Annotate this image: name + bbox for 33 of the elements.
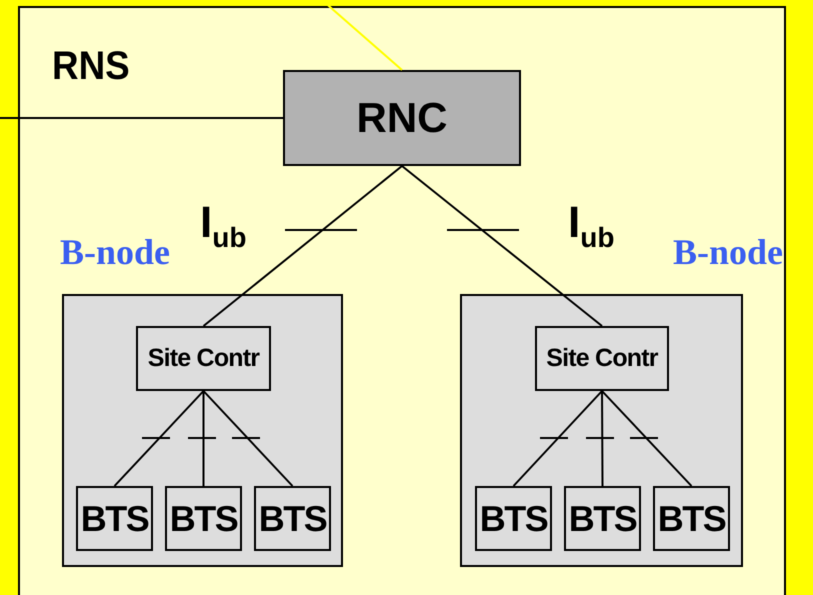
node-label: Site Contr (148, 346, 260, 371)
connector-line (114, 390, 204, 487)
frame-title: RNS (52, 46, 130, 86)
node-label: BTS (170, 500, 238, 536)
group-heading: B-node (60, 234, 170, 270)
station-box (254, 486, 331, 551)
connector-line (401, 165, 603, 327)
node-label: BTS (480, 500, 548, 536)
connector-line (202, 391, 204, 486)
controller-box (283, 70, 521, 166)
station-box (564, 486, 641, 551)
group-heading: B-node (673, 234, 784, 270)
connector-line (202, 390, 294, 487)
node-label: BTS (568, 500, 636, 536)
station-box (165, 486, 242, 551)
node-label: BTS (258, 500, 326, 536)
rns-frame (18, 6, 786, 595)
interface-label: I$_{ub}$ (200, 201, 246, 252)
interface-label: I$_{ub}$ (568, 201, 614, 252)
node-label: Site Contr (546, 346, 658, 371)
station-box (475, 486, 552, 551)
site-controller-box (535, 326, 669, 391)
connector-line (0, 117, 283, 119)
connector-line (202, 165, 403, 327)
connector-line (601, 391, 604, 486)
connector-line (512, 390, 603, 487)
site-controller-box (136, 326, 271, 391)
station-box (653, 486, 730, 551)
node-label: BTS (658, 500, 726, 536)
station-box (76, 486, 153, 551)
node-label: RNC (356, 97, 448, 139)
node-label: BTS (80, 500, 148, 536)
connector-line (601, 390, 692, 487)
